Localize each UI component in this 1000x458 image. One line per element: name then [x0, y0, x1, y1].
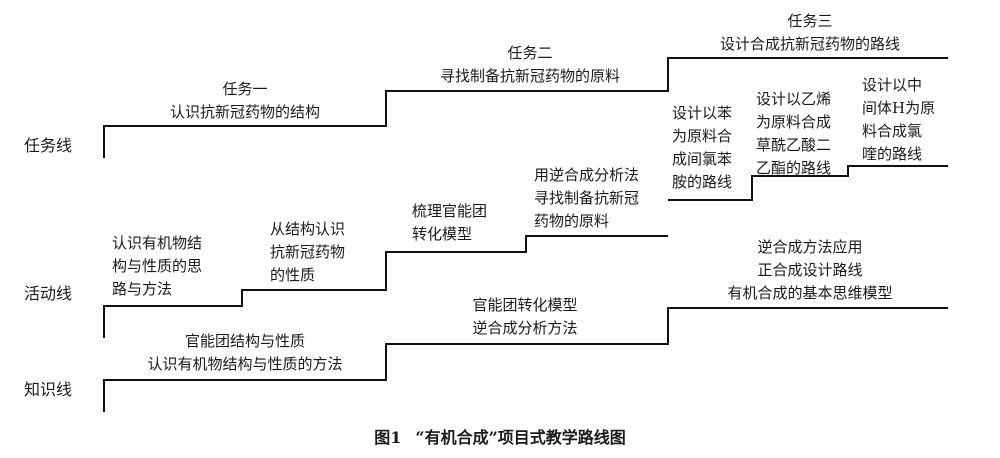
figure-caption: 图1 “有机合成”项目式教学路线图: [0, 424, 1000, 448]
activity-2: 从结构认识 抗新冠药物 的性质: [270, 220, 346, 284]
knowledge-2: 官能团转化模型 逆合成分析方法: [472, 296, 578, 337]
task-1-desc: 认识抗新冠药物的结构: [169, 103, 320, 121]
task-3-desc: 设计合成抗新冠药物的路线: [719, 35, 900, 53]
task-1: 任务一 认识抗新冠药物的结构: [150, 78, 340, 124]
knowledge-1: 官能团结构与性质 认识有机物结构与性质的方法: [147, 332, 343, 373]
task-3: 任务三 设计合成抗新冠药物的路线: [690, 10, 930, 56]
task-3-title: 任务三: [787, 12, 833, 30]
task-2-desc: 寻找制备抗新冠药物的原料: [439, 67, 620, 85]
task3-sub-1: 设计以苯 为原料合 成间氯苯 胺的路线: [672, 104, 733, 191]
activity-3: 梳理官能团 转化模型: [412, 202, 488, 243]
knowledge-step-line: [103, 307, 948, 412]
task-2: 任务二 寻找制备抗新冠药物的原料: [410, 42, 650, 88]
task3-sub-3: 设计以中 间体H为原 料合成氯 喹的路线: [862, 76, 936, 163]
figure-number: 图1: [374, 428, 402, 447]
row-label-task: 任务线: [24, 136, 73, 155]
task3-sub-2: 设计以乙烯 为原料合成 草酰乙酸二 乙酯的路线: [756, 90, 832, 177]
figure-title: “有机合成”项目式教学路线图: [415, 428, 626, 447]
task-step-line: [103, 57, 948, 158]
activity-4: 用逆合成分析法 寻找制备抗新冠 药物的原料: [534, 166, 640, 230]
row-label-activity: 活动线: [24, 284, 73, 303]
activity-step-line: [103, 235, 668, 338]
task-2-title: 任务二: [507, 44, 553, 62]
task-1-title: 任务一: [222, 80, 268, 98]
row-label-knowledge: 知识线: [24, 380, 73, 399]
task3-substep-line: [668, 165, 948, 201]
knowledge-3: 逆合成方法应用 正合成设计路线 有机合成的基本思维模型: [727, 238, 893, 302]
activity-1: 认识有机物结 构与性质的思 路与方法: [112, 234, 203, 298]
